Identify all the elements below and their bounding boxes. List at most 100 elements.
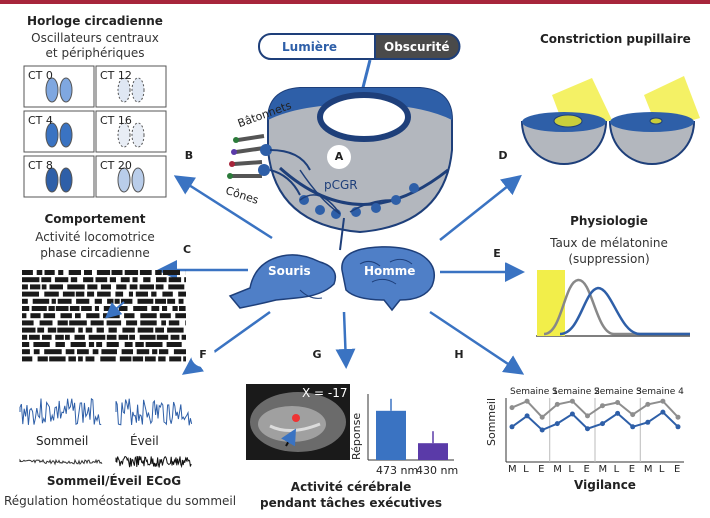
actogram-bar (169, 356, 182, 362)
actogram-bar (69, 320, 87, 326)
actogram-bar (97, 291, 111, 297)
actogram-bar (168, 284, 185, 290)
actogram-bar (42, 334, 52, 340)
light-label: Lumière (282, 40, 338, 54)
actogram-bar (151, 306, 160, 311)
panel-letter-b: B (178, 145, 200, 167)
grey-series-point (524, 398, 530, 404)
clock-title: Horloge circadienne (27, 14, 163, 28)
actogram-bar (22, 356, 33, 362)
actogram-bar (159, 349, 169, 355)
actogram-bar (78, 356, 83, 362)
vigilance-xtick: E (674, 464, 681, 475)
actogram-bar (22, 291, 39, 297)
actogram-bar (178, 291, 186, 297)
eye-globe (267, 87, 453, 251)
vigilance-xtick: L (523, 464, 529, 475)
vigilance-ylabel: Sommeil (485, 397, 498, 446)
actogram-bar (135, 342, 144, 347)
actogram-bar (140, 320, 157, 326)
actogram-bar (103, 306, 115, 311)
blue-series-point (660, 409, 666, 415)
actogram-bar (106, 320, 122, 326)
actogram-bar (121, 349, 133, 355)
actogram-bar (83, 277, 94, 283)
scn-lobes (45, 77, 145, 193)
actogram-bar (65, 334, 70, 340)
actogram-bar (51, 298, 56, 304)
actogram-bar (120, 298, 133, 304)
blue-series-point (615, 410, 621, 416)
actogram-bar (69, 306, 80, 311)
bar-xlabel: 473 nm (376, 464, 419, 477)
light-dark-switch (258, 33, 461, 60)
blue-series-point (600, 421, 605, 427)
actogram-bar (96, 342, 103, 347)
panel-letter-c: C (176, 239, 198, 261)
actogram-bar (136, 349, 150, 355)
vigilance-xtick: M (508, 464, 517, 475)
actogram-bar (175, 313, 186, 319)
actogram-bar (168, 320, 180, 326)
brain-title-1: Activité cérébrale (290, 480, 412, 494)
actogram-bar (101, 349, 117, 355)
sleep-title: Sommeil/Éveil ECoG (46, 474, 182, 488)
actogram-bar (47, 327, 57, 333)
vigilance-xtick: M (598, 464, 608, 475)
panel-letter-h: H (448, 344, 470, 366)
actogram-bar (184, 277, 186, 283)
actogram-bar (135, 291, 148, 297)
actogram-bar (106, 342, 119, 347)
actogram-bar (76, 298, 90, 304)
actogram-bar (129, 334, 135, 340)
actogram-bar (31, 306, 47, 311)
ct-label: CT 8 (28, 159, 53, 172)
grey-series-point (675, 414, 681, 420)
actogram-bar (30, 284, 41, 290)
actogram-bar (44, 291, 59, 297)
actogram-bar (132, 356, 144, 362)
actogram-bar (60, 313, 72, 319)
actogram-bar (167, 298, 176, 304)
actogram-bar (139, 334, 156, 340)
actogram-bar (143, 277, 151, 283)
actogram-bar (44, 349, 62, 355)
actogram-bar (140, 313, 157, 319)
actogram-bar (74, 334, 85, 340)
actogram-bar (48, 306, 55, 311)
panel-letter-a: A (328, 146, 350, 168)
actogram-bar (43, 313, 56, 319)
actogram-bar (87, 291, 95, 297)
actogram-bar (96, 327, 104, 333)
vigilance-xtick: M (643, 464, 653, 475)
actogram-bar (124, 270, 139, 275)
actogram-bar (185, 320, 186, 326)
actogram-bar (44, 270, 55, 275)
actogram-bar (181, 334, 186, 340)
actogram-bar (67, 284, 85, 290)
vigilance-xtick: E (538, 464, 545, 475)
mouse-label: Souris (268, 264, 311, 278)
actogram-bar (156, 277, 167, 283)
actogram-bar (22, 342, 30, 347)
wake-trace-label: Éveil (130, 434, 159, 448)
actogram-bar (122, 327, 135, 333)
response-bar (376, 410, 406, 460)
behaviour-title: Comportement (44, 212, 146, 226)
melatonin-chart (536, 270, 690, 337)
actogram-bar (57, 298, 72, 304)
actogram-bar (55, 306, 69, 311)
physio-title: Physiologie (570, 214, 648, 228)
actogram-arrow (104, 301, 125, 319)
grey-series-point (569, 398, 575, 404)
actogram-bar (162, 291, 173, 297)
actogram-bar (100, 284, 111, 290)
sleep-subtitle: Régulation homéostatique du sommeil (4, 494, 237, 508)
actogram-bar (167, 327, 184, 333)
ct-label: CT 20 (100, 159, 132, 172)
grey-series-point (585, 413, 590, 419)
sleep-ecog-line (19, 458, 103, 466)
blue-series-point (675, 424, 681, 430)
brain-title-2: pendant tâches exécutives (260, 496, 442, 510)
actogram-bar (85, 327, 93, 333)
